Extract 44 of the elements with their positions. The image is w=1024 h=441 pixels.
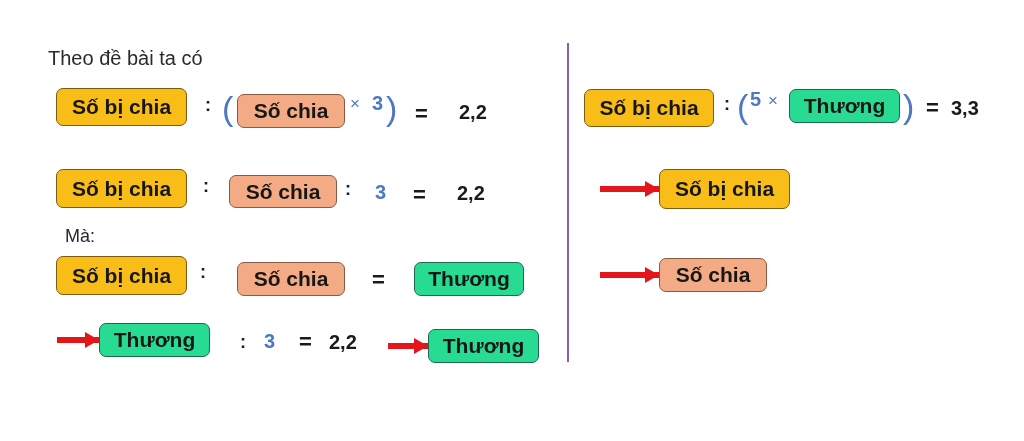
dividend-box: Số bị chia: [584, 89, 714, 127]
equals-sign: =: [299, 330, 312, 353]
result-number: 3,3: [951, 98, 979, 118]
equals-sign: =: [413, 183, 426, 206]
open-parenthesis: (: [222, 91, 234, 126]
open-parenthesis: (: [737, 89, 749, 124]
quotient-box: Thương: [789, 89, 900, 123]
dividend-box: Số bị chia: [56, 169, 187, 208]
quotient-box: Thương: [428, 329, 539, 363]
close-parenthesis: ): [903, 89, 915, 124]
quotient-box: Thương: [414, 262, 524, 296]
colon-sign: :: [724, 95, 730, 114]
close-parenthesis: ): [386, 91, 398, 126]
note-text: Mà:: [65, 227, 95, 246]
times-sign: ×: [768, 91, 778, 109]
equals-sign: =: [415, 102, 428, 125]
equals-sign: =: [372, 268, 385, 291]
dividend-box: Số bị chia: [56, 256, 187, 295]
result-number: 2,2: [329, 332, 357, 352]
arrow: [388, 338, 428, 354]
colon-sign: :: [240, 333, 246, 352]
result-number: 2,2: [457, 183, 485, 203]
colon-sign: :: [203, 177, 209, 196]
number-text: 3: [372, 93, 384, 113]
arrow: [57, 332, 99, 348]
times-sign: ×: [350, 94, 360, 112]
number-text: 3: [264, 331, 276, 351]
divisor-box: Số chia: [237, 262, 345, 296]
arrow: [600, 181, 659, 197]
number-text: 5: [750, 89, 762, 109]
dividend-box: Số bị chia: [659, 169, 790, 209]
intro-text: Theo đề bài ta có: [48, 48, 203, 68]
colon-sign: :: [345, 180, 351, 199]
equals-sign: =: [926, 96, 939, 119]
arrow: [600, 267, 659, 283]
result-number: 2,2: [459, 102, 487, 122]
divisor-box: Số chia: [659, 258, 767, 292]
divisor-box: Số chia: [237, 94, 345, 128]
quotient-box: Thương: [99, 323, 210, 357]
number-text: 3: [375, 182, 387, 202]
colon-sign: :: [205, 96, 211, 115]
colon-sign: :: [200, 263, 206, 282]
divisor-box: Số chia: [229, 175, 337, 208]
dividend-box: Số bị chia: [56, 88, 187, 126]
